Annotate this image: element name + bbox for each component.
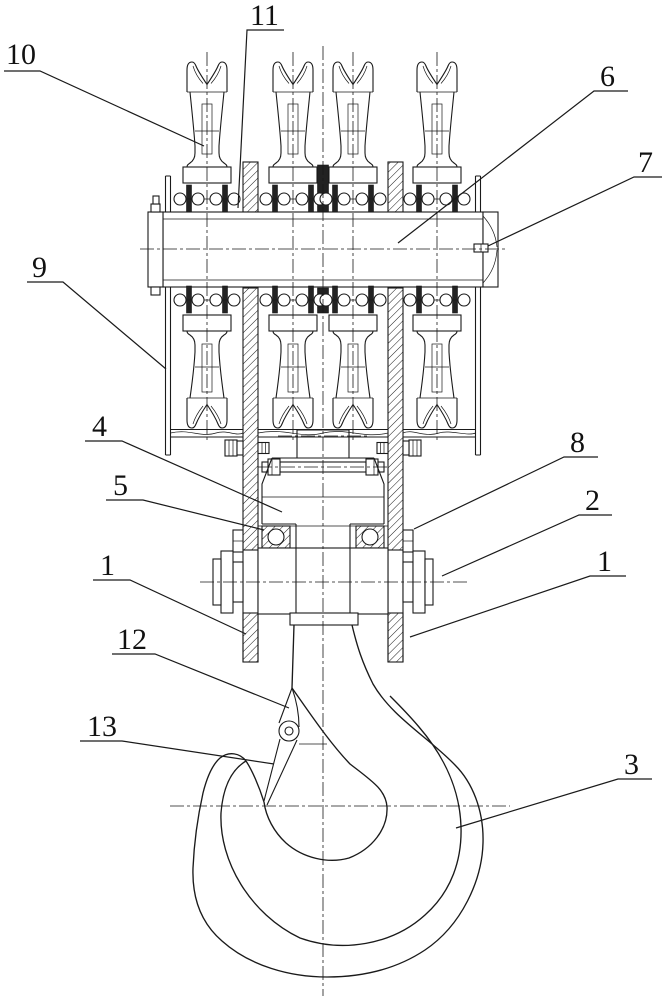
left-thrust-washer	[232, 529, 244, 553]
hook-nut	[261, 457, 385, 548]
callout-label-8: 8	[570, 426, 585, 459]
callout-label-2: 2	[585, 484, 600, 517]
callout-label-5: 5	[113, 469, 128, 502]
axle-keeper-bracket	[152, 195, 160, 205]
callout-label-3: 3	[624, 748, 639, 781]
right-cheek-plate-upper	[387, 161, 404, 213]
latch-arm	[263, 738, 298, 806]
thrust-bearing	[258, 525, 388, 549]
callout-label-1-left: 1	[100, 549, 115, 582]
callout-label-1-right: 1	[597, 545, 612, 578]
shank-collar	[289, 612, 359, 626]
callout-label-11: 11	[250, 0, 279, 32]
right-thrust-washer	[402, 529, 414, 553]
latch-pivot-hole	[284, 726, 294, 736]
left-cheek-plate	[242, 287, 259, 551]
callout-label-12: 12	[117, 623, 147, 656]
callout-label-6: 6	[600, 60, 615, 93]
callout-label-10: 10	[6, 38, 36, 71]
right-cheek-plate	[387, 287, 404, 551]
left-cheek-plate-upper	[242, 161, 259, 213]
hook	[192, 624, 484, 978]
axle-left-cap	[147, 211, 164, 288]
callout-label-4: 4	[92, 410, 107, 443]
left-plate-tip	[242, 612, 259, 663]
callout-label-13: 13	[87, 710, 117, 743]
right-plate-tip	[387, 612, 404, 663]
safety-latch	[263, 687, 327, 806]
centerlines	[140, 46, 510, 996]
callouts: 10 11 6 7 9 4 5 1 12 13 8 2 1 3	[4, 0, 662, 829]
latch-pivot-boss	[278, 720, 300, 742]
callout-label-7: 7	[638, 146, 653, 179]
cheek-plates	[242, 161, 404, 663]
callout-label-9: 9	[32, 251, 47, 284]
